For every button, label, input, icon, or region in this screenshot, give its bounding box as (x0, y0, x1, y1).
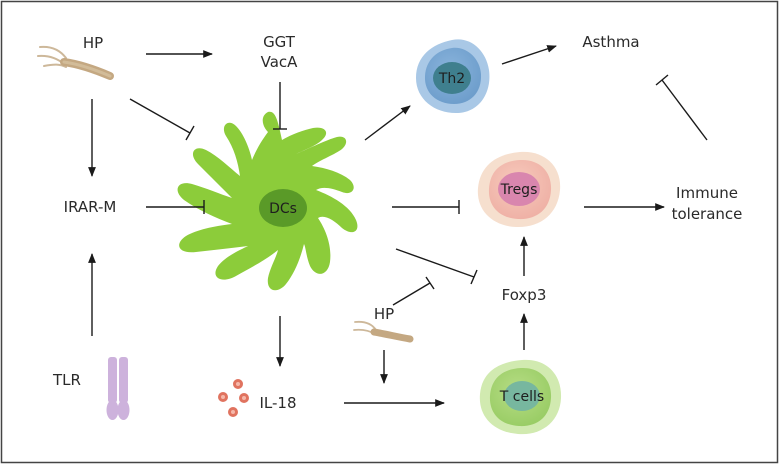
inhibit-hp-to-dcs-bar (185, 125, 195, 141)
inhibit-hp-to-dcs (129, 98, 191, 134)
arrow-th2-to-asthma (501, 45, 557, 65)
dendritic-cell (177, 111, 358, 291)
tolerance-label: tolerance (672, 205, 743, 223)
inhibit-dcs-to-foxp3-bar (470, 269, 478, 285)
vaca-label: VacA (261, 53, 299, 71)
th2-cell (416, 39, 490, 114)
inhibit-tolerance-to-asthma-bar (655, 74, 669, 86)
irar-m-label: IRAR-M (64, 198, 117, 216)
tregs-label: Tregs (500, 182, 538, 198)
th2-label: Th2 (438, 71, 465, 87)
foxp3-label: Foxp3 (502, 286, 547, 304)
inhibit-dcs-to-foxp3 (395, 248, 475, 278)
arrow-dcs-to-th2 (364, 105, 411, 141)
asthma-label: Asthma (582, 33, 639, 51)
tlr-receptor-icon (106, 357, 130, 420)
inhibit-tolerance-to-asthma (661, 79, 708, 141)
tregs-cell (477, 151, 561, 228)
dcs-label: DCs (269, 201, 297, 217)
t-cells-label: T cells (499, 389, 544, 405)
il18-particles-icon (218, 379, 249, 417)
il18-label: IL-18 (259, 394, 296, 412)
hp-bacterium-mid-icon (353, 320, 414, 343)
hp-bacterium-top-icon (37, 45, 114, 80)
tlr-label: TLR (52, 371, 81, 389)
hp-top-label: HP (83, 34, 103, 52)
immune-label: Immune (676, 184, 738, 202)
t-cells-cell (479, 359, 562, 435)
hp-mid-label: HP (374, 305, 394, 323)
inhibit-hp-to-foxp3 (392, 282, 431, 306)
inhibit-hp-to-foxp3-bar (425, 276, 435, 290)
ggt-label: GGT (263, 33, 296, 51)
